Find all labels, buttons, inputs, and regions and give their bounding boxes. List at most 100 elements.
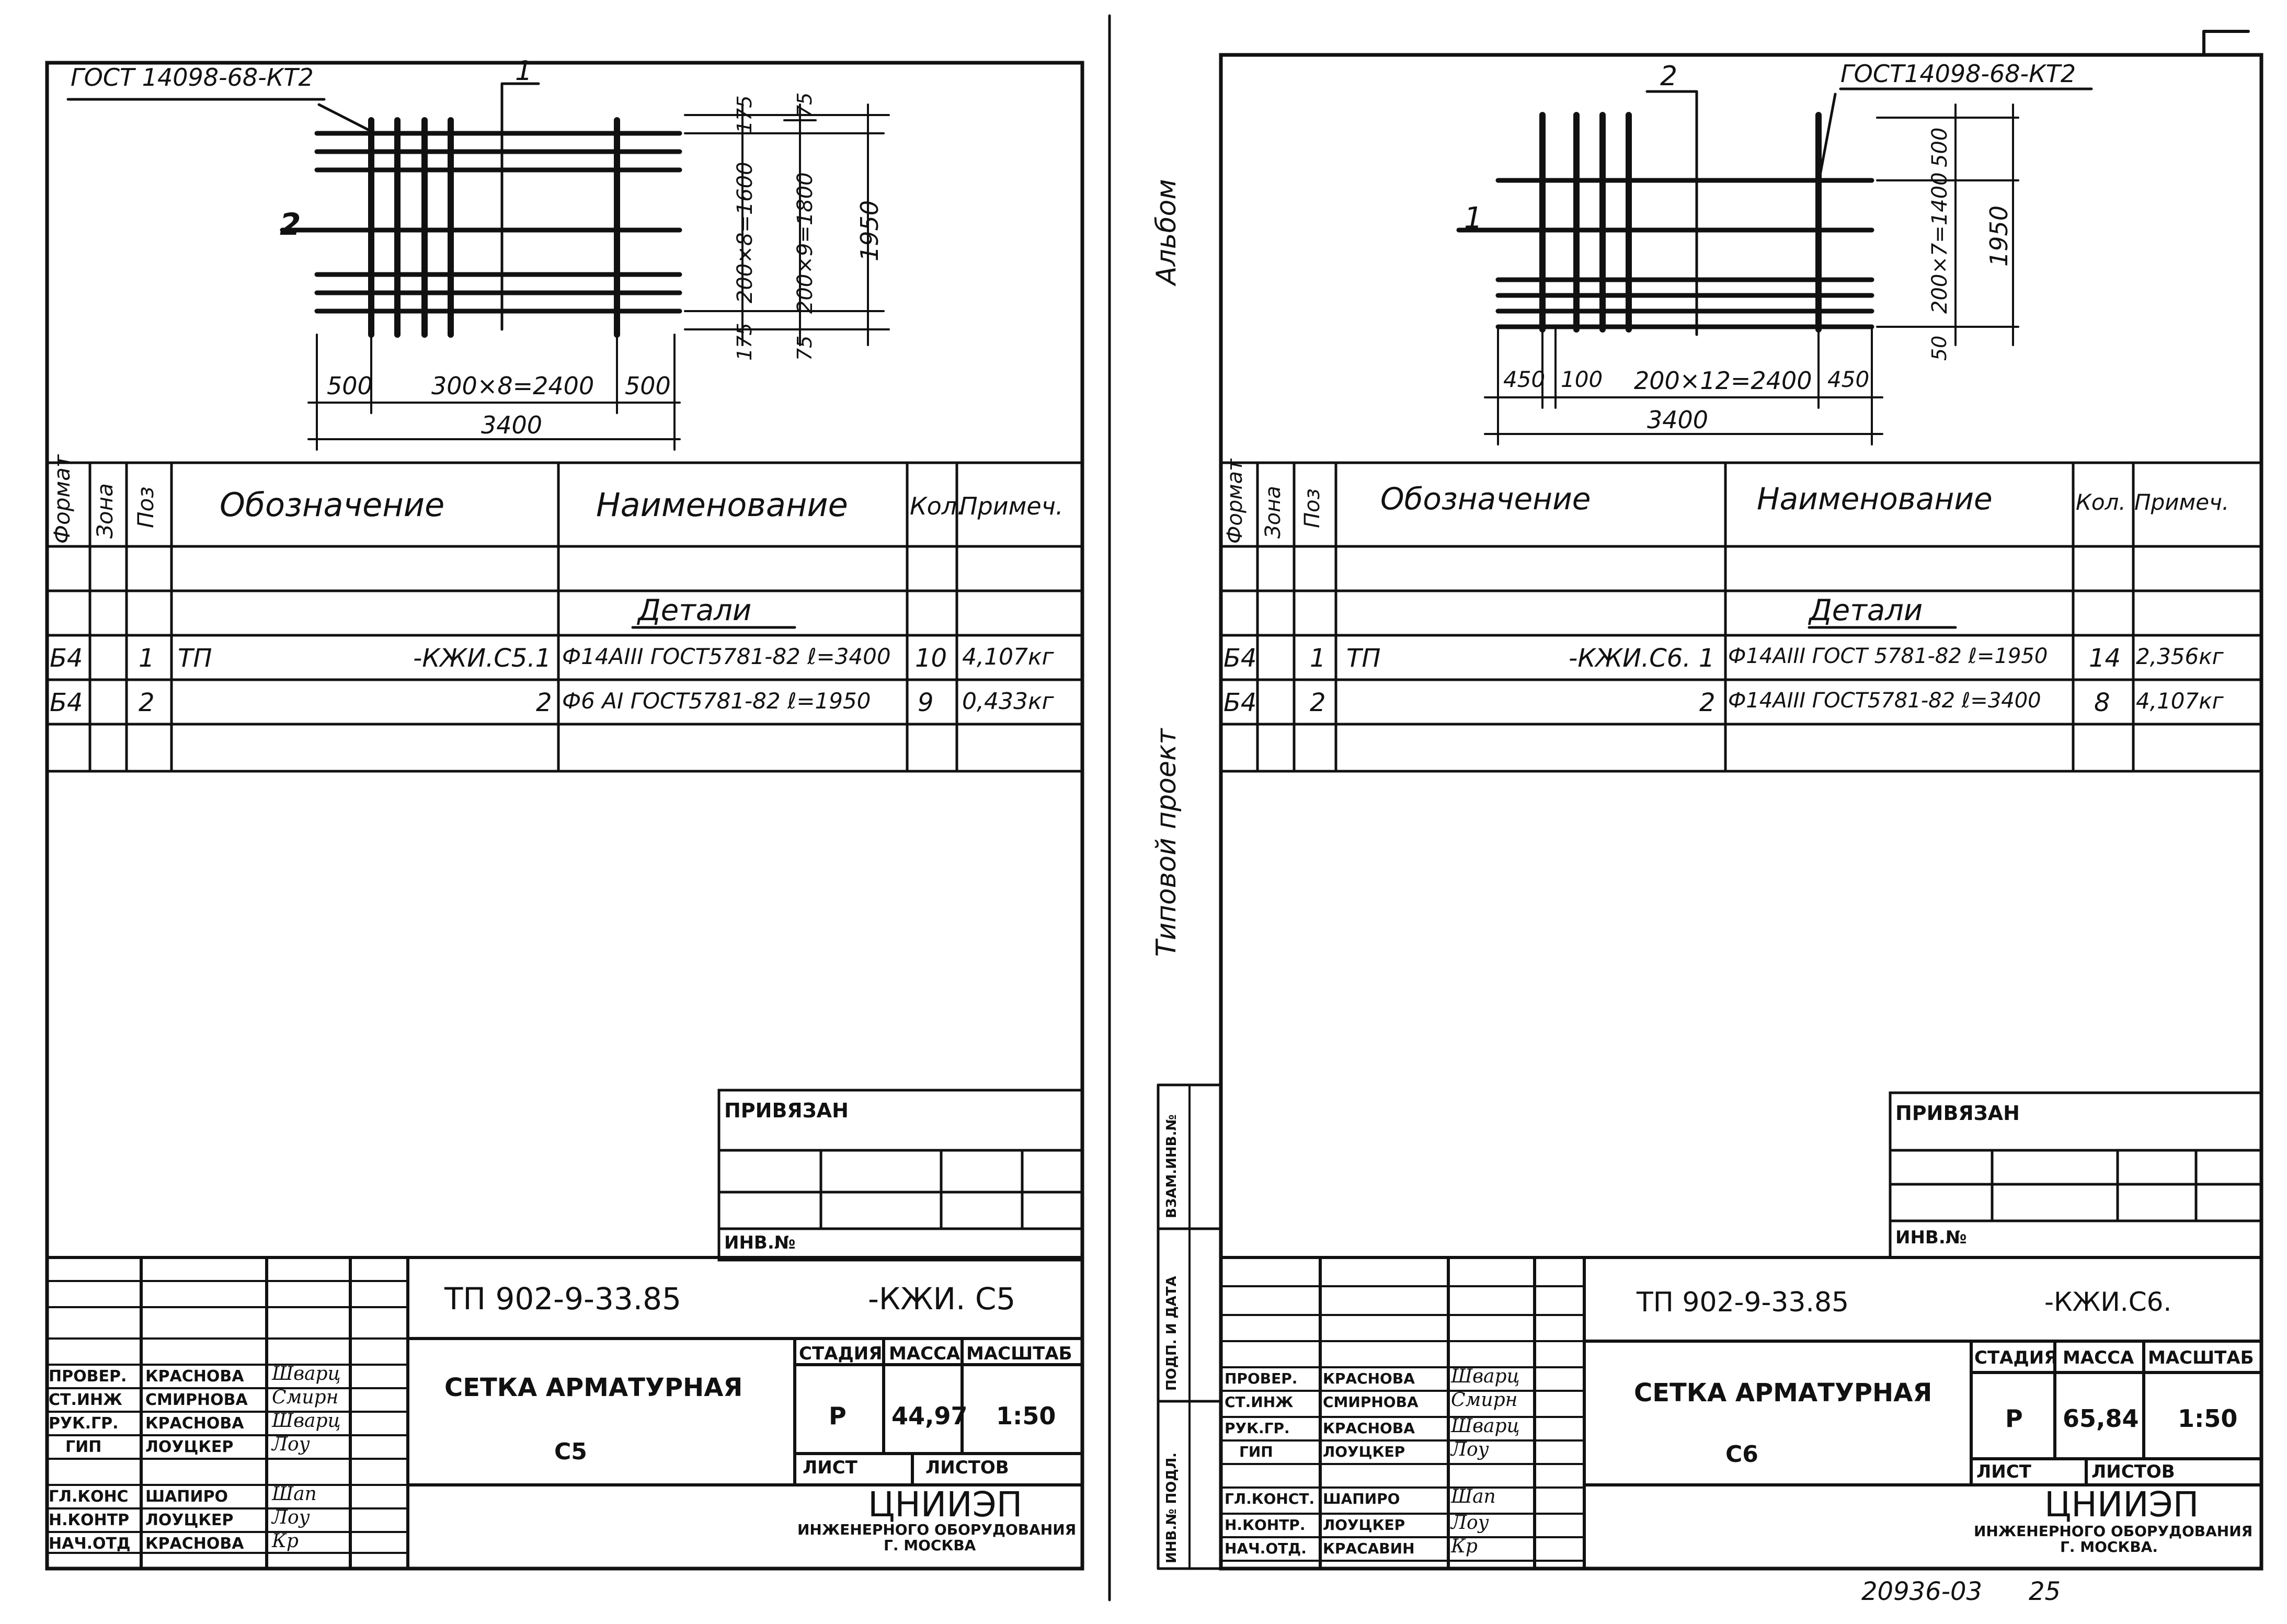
signer-role: ГИП bbox=[65, 1438, 102, 1456]
dim-175-top: 175 bbox=[733, 95, 756, 133]
title-subtitle: С5 bbox=[554, 1438, 587, 1465]
signer-role: СТ.ИНЖ bbox=[49, 1391, 122, 1409]
title-code-left-right: ТП 902-9-33.85 bbox=[1637, 1287, 1849, 1318]
title-code-right-right: -КЖИ.С6. bbox=[2044, 1287, 2172, 1317]
left-pos-marker-2: 2 bbox=[280, 207, 301, 242]
dim-200x7: 200×7=1400 bbox=[1928, 172, 1952, 314]
row1-des-prefix-right: ТП bbox=[1346, 644, 1381, 673]
dim-75-bottom: 75 bbox=[793, 335, 816, 361]
hdr-designation-right: Обозначение bbox=[1380, 481, 1591, 517]
row2-format-right: Б4 bbox=[1223, 688, 1257, 717]
signer-name: СМИРНОВА bbox=[1323, 1393, 1419, 1411]
row2-note-right: 4,107кг bbox=[2136, 688, 2224, 714]
dim-500-b: 500 bbox=[625, 372, 671, 400]
hdr-format-right: Формат bbox=[1223, 459, 1247, 544]
dim-3400-right: 3400 bbox=[1647, 406, 1709, 434]
signature: Лоу bbox=[1451, 1512, 1489, 1534]
podp-data-label: ПОДП. И ДАТА bbox=[1164, 1276, 1180, 1391]
dim-50: 50 bbox=[1928, 335, 1951, 361]
hdr-designation: Обозначение bbox=[220, 486, 445, 524]
scale-header: МАСШТАБ bbox=[966, 1343, 1072, 1364]
row2-format: Б4 bbox=[50, 688, 83, 717]
row1-designation-right: -КЖИ.С6. 1 bbox=[1569, 644, 1715, 673]
signature: Лоу bbox=[272, 1434, 310, 1455]
right-gost-label: ГОСТ14098-68-КТ2 bbox=[1840, 60, 2076, 88]
scale-value-right: 1:50 bbox=[2178, 1404, 2238, 1433]
signer-name: ЛОУЦКЕР bbox=[1323, 1516, 1405, 1534]
title-subtitle-right: С6 bbox=[1725, 1441, 1758, 1468]
signer-role: РУК.ГР. bbox=[1225, 1420, 1290, 1437]
signer-name: КРАСНОВА bbox=[1323, 1370, 1415, 1387]
section-details: Детали bbox=[638, 593, 752, 627]
privyazan-label: ПРИВЯЗАН bbox=[724, 1099, 849, 1122]
org-name: ЦНИИЭП bbox=[868, 1484, 1023, 1525]
signer-name: КРАСНОВА bbox=[1323, 1420, 1415, 1437]
dim-450-a: 450 bbox=[1503, 367, 1546, 392]
signature: Смирн bbox=[1451, 1389, 1518, 1411]
right-pos-marker-2: 2 bbox=[1660, 61, 1678, 92]
dim-100: 100 bbox=[1561, 367, 1603, 392]
title-name: СЕТКА АРМАТУРНАЯ bbox=[444, 1373, 743, 1402]
signer-name: ЛОУЦКЕР bbox=[1323, 1443, 1405, 1460]
row2-qty-right: 8 bbox=[2094, 688, 2110, 717]
org-sub1: ИНЖЕНЕРНОГО ОБОРУДОВАНИЯ bbox=[797, 1521, 1077, 1538]
dim-500-a: 500 bbox=[327, 372, 373, 400]
row2-designation: 2 bbox=[536, 688, 552, 717]
dim-450-b: 450 bbox=[1827, 367, 1870, 392]
stage-value-right: Р bbox=[2005, 1404, 2023, 1433]
org-name-right: ЦНИИЭП bbox=[2044, 1484, 2199, 1525]
inv-no-label-right: ИНВ.№ bbox=[1895, 1227, 1967, 1248]
scale-value: 1:50 bbox=[996, 1402, 1056, 1430]
org-sub2: Г. МОСКВА bbox=[884, 1537, 976, 1554]
row1-name: Ф14АIII ГОСТ5781-82 ℓ=3400 bbox=[562, 644, 891, 669]
org-sub2-right: Г. МОСКВА. bbox=[2060, 1538, 2158, 1556]
dim-3400: 3400 bbox=[481, 411, 543, 439]
scale-header-right: МАСШТАБ bbox=[2148, 1347, 2254, 1368]
signature: Шварц bbox=[1451, 1366, 1520, 1387]
right-pos-marker-1: 1 bbox=[1464, 201, 1483, 235]
signer-name: ШАПИРО bbox=[1323, 1490, 1400, 1507]
row1-pos: 1 bbox=[139, 644, 155, 673]
title-code-right: -КЖИ. С5 bbox=[868, 1281, 1016, 1317]
signer-name: КРАСНОВА bbox=[145, 1367, 244, 1386]
hdr-pos-right: Поз bbox=[1300, 488, 1324, 528]
hdr-name: Наименование bbox=[596, 486, 848, 524]
hdr-zone: Зона bbox=[92, 483, 118, 539]
signer-name: ЛОУЦКЕР bbox=[145, 1511, 234, 1529]
signer-role: НАЧ.ОТД. bbox=[1225, 1540, 1307, 1557]
row2-designation-right: 2 bbox=[1699, 688, 1716, 717]
vzam-inv-label: ВЗАМ.ИНВ.№ bbox=[1164, 1114, 1180, 1218]
left-pos-marker-1: 1 bbox=[515, 55, 533, 87]
stage-value: Р bbox=[829, 1402, 847, 1430]
hdr-note-right: Примеч. bbox=[2134, 489, 2229, 515]
sheet-header: ЛИСТ bbox=[803, 1457, 857, 1478]
row2-pos-right: 2 bbox=[1310, 688, 1326, 717]
signer-role: ПРОВЕР. bbox=[49, 1367, 127, 1386]
signature: Шварц bbox=[272, 1363, 341, 1385]
left-gost-label: ГОСТ 14098-68-КТ2 bbox=[71, 63, 314, 92]
dim-175-bottom: 175 bbox=[733, 323, 756, 361]
dim-1950-right: 1950 bbox=[1985, 205, 2013, 267]
hdr-name-right: Наименование bbox=[1757, 481, 1993, 517]
hdr-pos: Поз bbox=[133, 486, 158, 528]
title-code-left: ТП 902-9-33.85 bbox=[444, 1281, 681, 1317]
mass-value: 44,97 bbox=[891, 1402, 968, 1430]
signature: Кр bbox=[1451, 1536, 1478, 1557]
dim-300x8: 300×8=2400 bbox=[431, 372, 594, 400]
dim-500: 500 bbox=[1928, 127, 1952, 167]
signer-name: КРАСНОВА bbox=[145, 1535, 244, 1553]
dim-200x8: 200×8=1600 bbox=[733, 162, 757, 303]
hdr-qty-right: Кол. bbox=[2076, 489, 2126, 515]
row1-format-right: Б4 bbox=[1223, 644, 1257, 673]
signature: Лоу bbox=[1451, 1439, 1489, 1460]
section-details-right: Детали bbox=[1809, 593, 1923, 627]
signature: Лоу bbox=[272, 1507, 310, 1528]
signer-role: Н.КОНТР. bbox=[1225, 1516, 1306, 1534]
row1-note-right: 2,356кг bbox=[2136, 644, 2224, 669]
signer-role: НАЧ.ОТД bbox=[49, 1535, 131, 1553]
signature: Кр bbox=[272, 1530, 299, 1552]
mass-value-right: 65,84 bbox=[2063, 1404, 2139, 1433]
album-label: Альбом bbox=[1151, 179, 1182, 285]
row1-note: 4,107кг bbox=[962, 644, 1054, 670]
